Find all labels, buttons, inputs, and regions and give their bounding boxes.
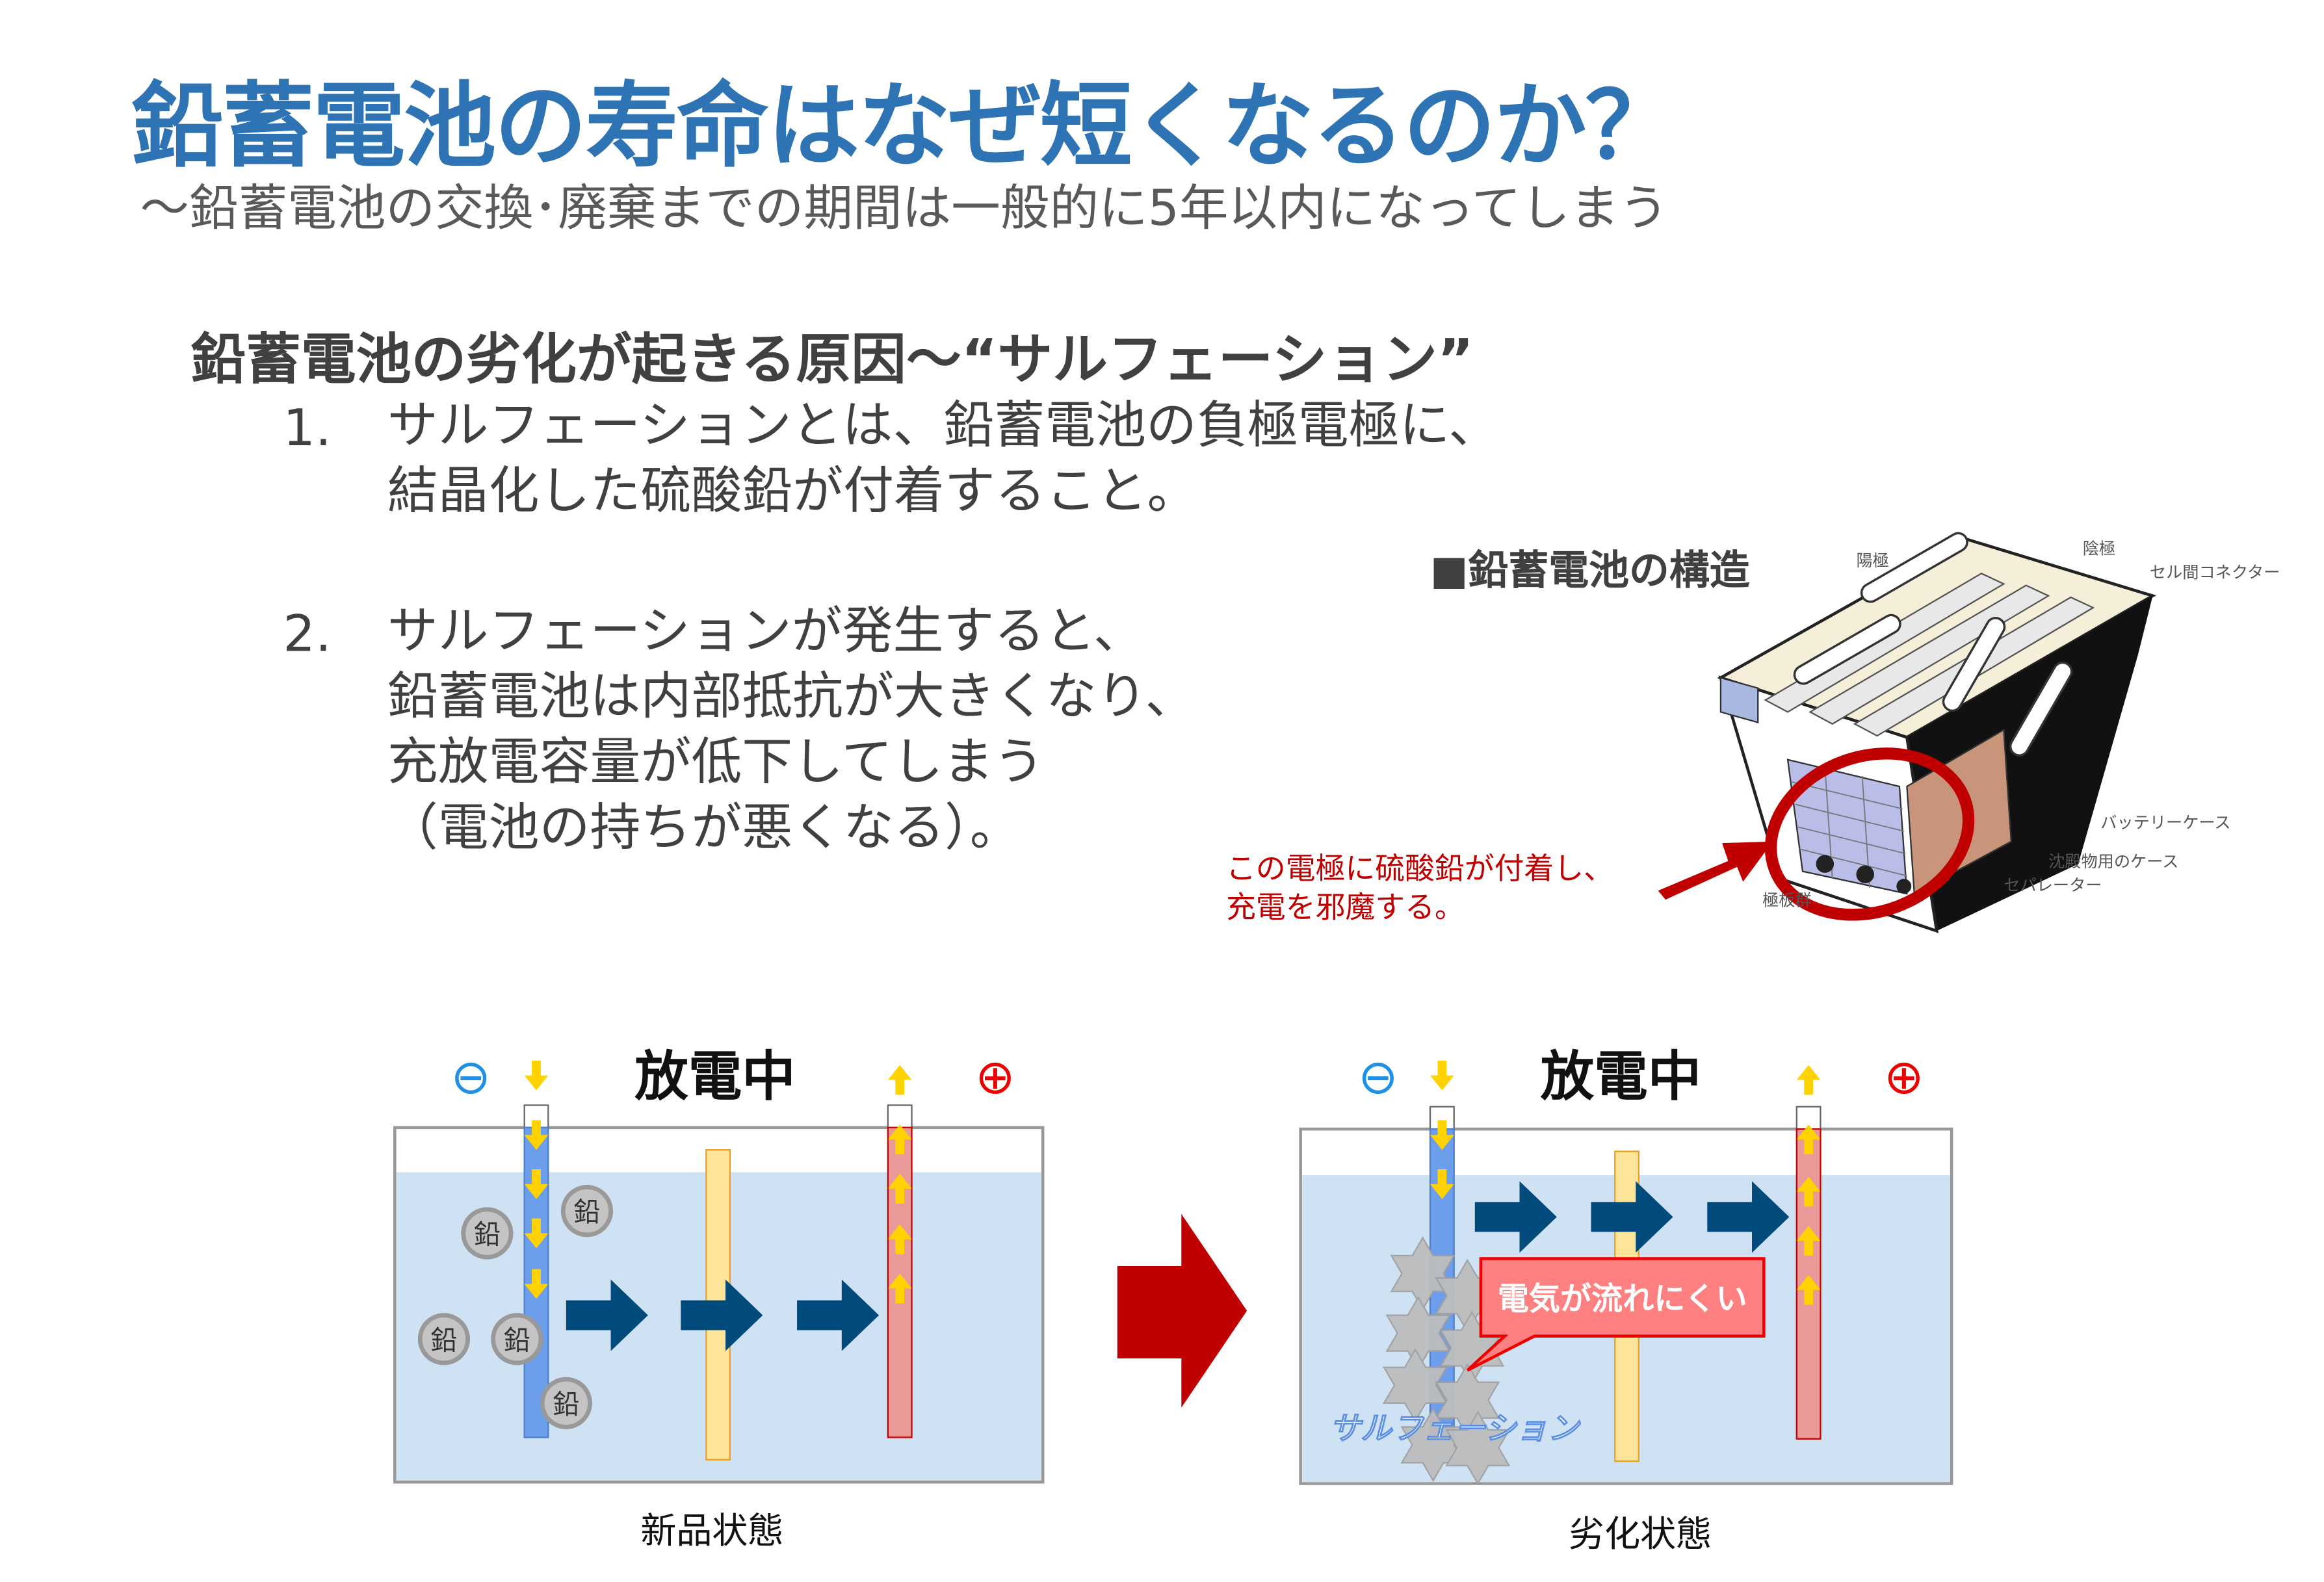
- list-item-1: サルフェーションとは、鉛蓄電池の負極電極に、 結晶化した硫酸鉛が付着すること。: [387, 393, 1499, 525]
- part-label: 極板群: [1762, 890, 1812, 909]
- minus-icon: ⊖: [450, 1050, 490, 1105]
- page-title: 鉛蓄電池の寿命はなぜ短くなるのか？: [131, 71, 1678, 181]
- plus-icon: ⊕: [975, 1050, 1015, 1105]
- lead-label: 鉛: [474, 1219, 501, 1251]
- lead-label: 鉛: [573, 1197, 600, 1228]
- structure-caption: この電極に硫酸鉛が付着し、 充電を邪魔する。: [1226, 849, 1613, 926]
- list-item-2: サルフェーションが発生すると、 鉛蓄電池は内部抵抗が大きくなり、 充放電容量が低…: [387, 599, 1196, 861]
- lead-label: 鉛: [504, 1325, 530, 1356]
- part-label: セル間コネクター: [2150, 563, 2280, 582]
- diagram-label: 新品状態: [640, 1510, 783, 1551]
- diagram-degraded: 電気が流れにくい サルフェーション ⊖ ⊕ 放電中 劣化状態: [1299, 1045, 1953, 1555]
- list-line: （電池の持ちが悪くなる）。: [387, 798, 1021, 859]
- section-heading: 鉛蓄電池の劣化が起きる原因～“サルフェーション”: [190, 328, 1474, 392]
- list-line: サルフェーションが発生すると、: [387, 601, 1144, 662]
- part-label: 陰極: [2083, 539, 2115, 558]
- part-label: バッテリーケース: [2100, 813, 2230, 832]
- minus-icon: ⊖: [1358, 1050, 1398, 1105]
- list-line: 鉛蓄電池は内部抵抗が大きくなり、: [387, 667, 1196, 727]
- lead-ion: [417, 1185, 614, 1429]
- diagram-title: 放電中: [1541, 1045, 1702, 1108]
- caption-line: この電極に硫酸鉛が付着し、: [1226, 850, 1613, 887]
- list-line: 結晶化した硫酸鉛が付着すること。: [387, 461, 1198, 522]
- subtitle: ～鉛蓄電池の交換･廃棄までの期間は一般的に5年以内になってしまう: [140, 179, 1669, 237]
- part-label: 陽極: [1856, 551, 1888, 570]
- lead-label: 鉛: [430, 1325, 457, 1356]
- list-number: 2.: [283, 604, 332, 665]
- list-line: 充放電容量が低下してしまう: [387, 733, 1045, 793]
- list-number: 1.: [283, 399, 332, 459]
- diagram-label: 劣化状態: [1569, 1513, 1712, 1555]
- caption-line: 充電を邪魔する。: [1226, 889, 1465, 926]
- list-line: サルフェーションとは、鉛蓄電池の負極電極に、: [387, 396, 1500, 456]
- part-label: セパレーター: [2004, 875, 2102, 894]
- structure-label: ■鉛蓄電池の構造: [1430, 548, 1750, 595]
- part-label: 沈殿物用のケース: [2048, 852, 2178, 871]
- battery-illustration: 陽極 陰極 セル間コネクター バッテリーケース 沈殿物用のケース セパレーター …: [1658, 532, 2280, 933]
- diagram-title: 放電中: [634, 1045, 796, 1108]
- diagram-new: 鉛 鉛 鉛 鉛 鉛 ⊖ ⊕ 放電中 新品状態: [393, 1045, 1045, 1551]
- plus-icon: ⊕: [1884, 1050, 1924, 1105]
- lead-label: 鉛: [553, 1389, 579, 1420]
- sulfation-label: サルフェーション: [1329, 1410, 1581, 1447]
- callout-text: 電気が流れにくい: [1498, 1280, 1747, 1317]
- transition-arrow: [1117, 1213, 1247, 1408]
